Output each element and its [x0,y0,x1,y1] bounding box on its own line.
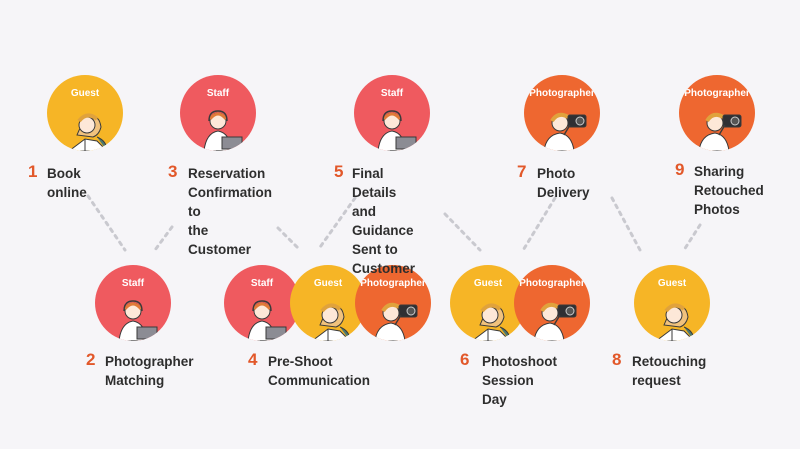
guest-illustration-icon [68,113,108,151]
staff-avatar: Staff [224,265,300,341]
step-label: Sharing Retouched Photos [694,164,764,217]
step-number: 3 [168,162,178,181]
dotted-connector [153,225,174,252]
staff-illustration-icon [203,110,246,151]
step-label: Retouching request [632,354,707,388]
step-number: 2 [86,350,96,369]
step-label: Photoshoot Session Day [482,354,557,407]
guest-illustration-icon [471,303,511,341]
staff-avatar: Staff [180,75,256,151]
role-label: Staff [250,278,274,289]
photographer-avatar: Photographer [679,75,755,151]
photographer-illustration-icon [374,302,418,341]
step-number: 6 [460,350,470,369]
photographer-avatar: Photographer [524,75,600,151]
dotted-connector [276,226,302,252]
guest-illustration-icon [311,303,351,341]
role-label: Photographer [529,88,595,99]
step-label: Final Details and Guidance Sent to Custo… [352,166,416,276]
step-number: 9 [675,160,685,179]
staff-illustration-icon [118,300,161,341]
dotted-connector [443,212,482,252]
photographer-illustration-icon [543,112,587,151]
step-number: 1 [28,162,38,181]
step-number: 4 [248,350,258,369]
role-label: Staff [121,278,145,289]
staff-illustration-icon [377,110,420,151]
step-number: 5 [334,162,344,181]
role-label: Photographer [519,278,585,289]
photographer-avatar: Photographer [355,265,431,341]
step-label: Pre-Shoot Communication [268,354,371,388]
photographer-illustration-icon [698,112,742,151]
role-label: Staff [206,88,230,99]
guest-avatar: Guest [47,75,123,151]
dotted-connector [610,196,642,252]
step-number: 8 [612,350,622,369]
role-label: Guest [657,278,687,289]
dotted-connector [520,196,557,254]
role-label: Photographer [360,278,426,289]
guest-avatar: Guest [634,265,710,341]
dotted-connector [682,223,702,252]
photographer-avatar: Photographer [514,265,590,341]
guest-illustration-icon [655,303,695,341]
role-label: Guest [313,278,343,289]
staff-avatar: Staff [95,265,171,341]
step-label: Photo Delivery [537,166,590,200]
staff-illustration-icon [247,300,290,341]
role-label: Photographer [684,88,750,99]
step-label: Photographer Matching [105,354,194,388]
role-label: Guest [473,278,503,289]
staff-avatar: Staff [354,75,430,151]
dotted-connector [86,194,127,252]
step-label: Book online [47,166,87,200]
step-label: Reservation Confirmation to the Customer [188,166,272,257]
dotted-connector [316,196,357,252]
photographer-illustration-icon [533,302,577,341]
step-number: 7 [517,162,527,181]
guest-avatar: Guest [450,265,526,341]
guest-avatar: Guest [290,265,366,341]
role-label: Staff [380,88,404,99]
role-label: Guest [70,88,100,99]
